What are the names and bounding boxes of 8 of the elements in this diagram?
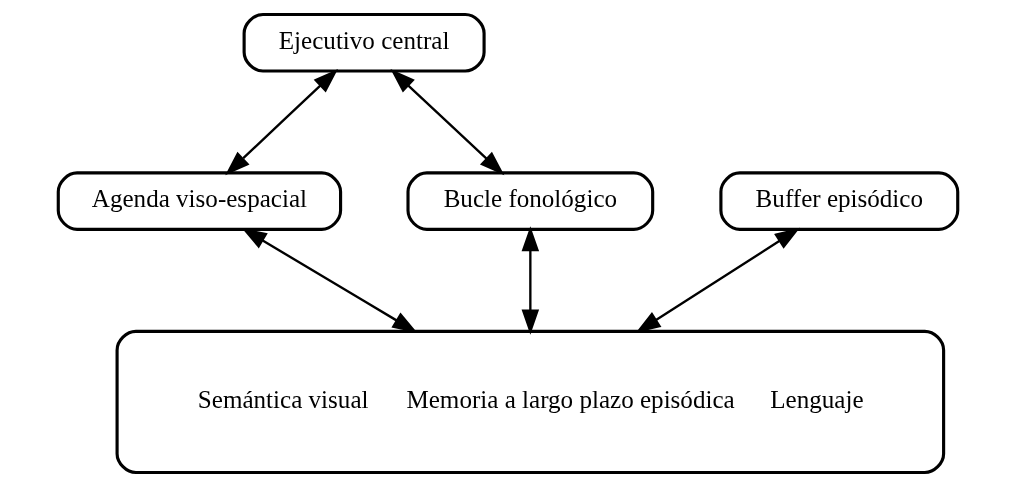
node-box: Agenda viso-espacial: [56, 171, 343, 231]
arrow: [225, 68, 338, 176]
node-box: Bucle fonológico: [406, 171, 655, 231]
arrow: [521, 226, 540, 335]
node-box: Ejecutivo central: [242, 12, 486, 73]
node-box: Semántica visual Memoria a largo plazo episódica Lenguaje: [115, 329, 946, 475]
arrow: [390, 68, 505, 176]
node-box: Buffer episódico: [719, 171, 960, 231]
